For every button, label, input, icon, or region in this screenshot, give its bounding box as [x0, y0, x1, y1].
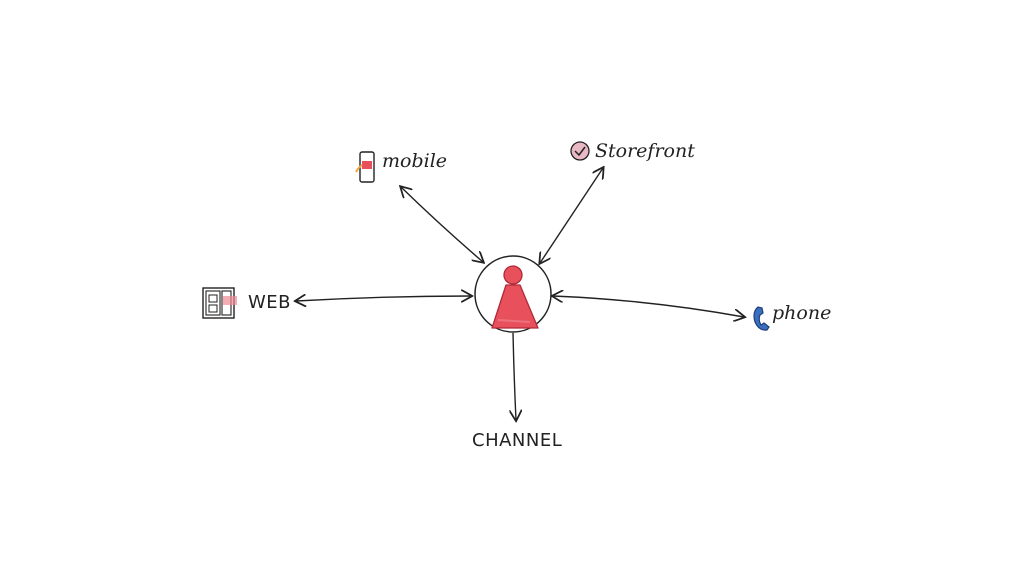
channel-label: CHANNEL: [472, 430, 563, 451]
phone-label: phone: [772, 302, 832, 324]
telephone-icon: [753, 306, 770, 331]
connector-mobile: [401, 187, 483, 262]
storefront-label: Storefront: [595, 140, 695, 162]
customer-node: [474, 255, 552, 333]
person-icon: [491, 265, 539, 329]
connector-web: [296, 296, 471, 301]
web-browser-icon: [202, 287, 237, 319]
connector-storefront: [540, 168, 603, 263]
mobile-label: mobile: [382, 150, 448, 172]
web-label: WEB: [248, 292, 292, 313]
connector-channel: [513, 332, 516, 420]
connector-phone: [553, 296, 744, 317]
mobile-phone-icon: [355, 151, 375, 183]
storefront-check-icon: [570, 141, 590, 161]
